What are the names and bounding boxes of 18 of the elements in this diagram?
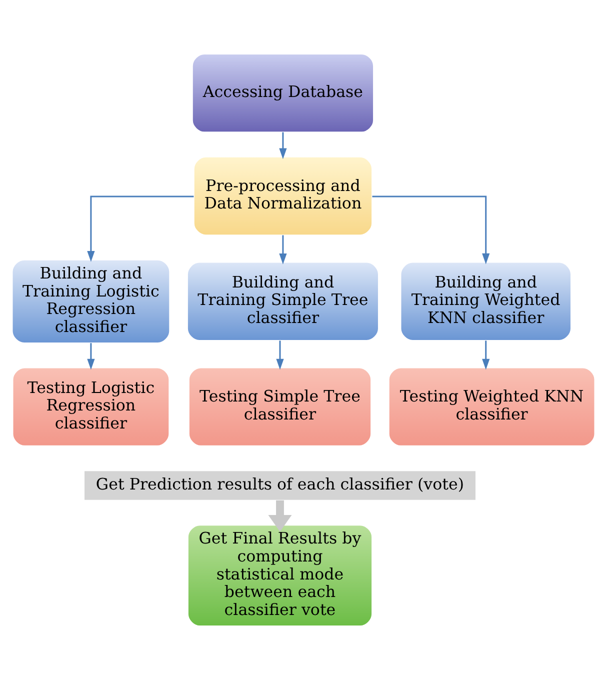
- arrow: [482, 340, 490, 370]
- arrow: [279, 132, 287, 160]
- node-box: Building and Training Simple Tree classifier: [186, 262, 379, 341]
- node-box: Get Prediction results of each classifier (vote): [84, 470, 476, 501]
- node-box: Pre-processing and Data Normalization: [193, 156, 373, 236]
- node-box: Testing Weighted KNN classifier: [388, 367, 596, 446]
- arrow: [87, 196, 194, 262]
- arrow: [279, 235, 287, 264]
- node-box: Building and Training Logistic Regression classifier: [12, 259, 170, 344]
- arrow: [276, 340, 284, 370]
- node-box: Accessing Database: [192, 53, 374, 133]
- node-box: Building and Training Weighted KNN classifier: [400, 262, 572, 341]
- node-box: Testing Simple Tree classifier: [188, 367, 372, 446]
- arrow: [372, 196, 490, 264]
- node-box: Get Final Results by computing statistical mode between each classifier vote: [187, 524, 373, 627]
- arrow: [268, 500, 292, 532]
- arrow: [87, 343, 95, 370]
- node-box: Testing Logistic Regression classifier: [12, 367, 170, 446]
